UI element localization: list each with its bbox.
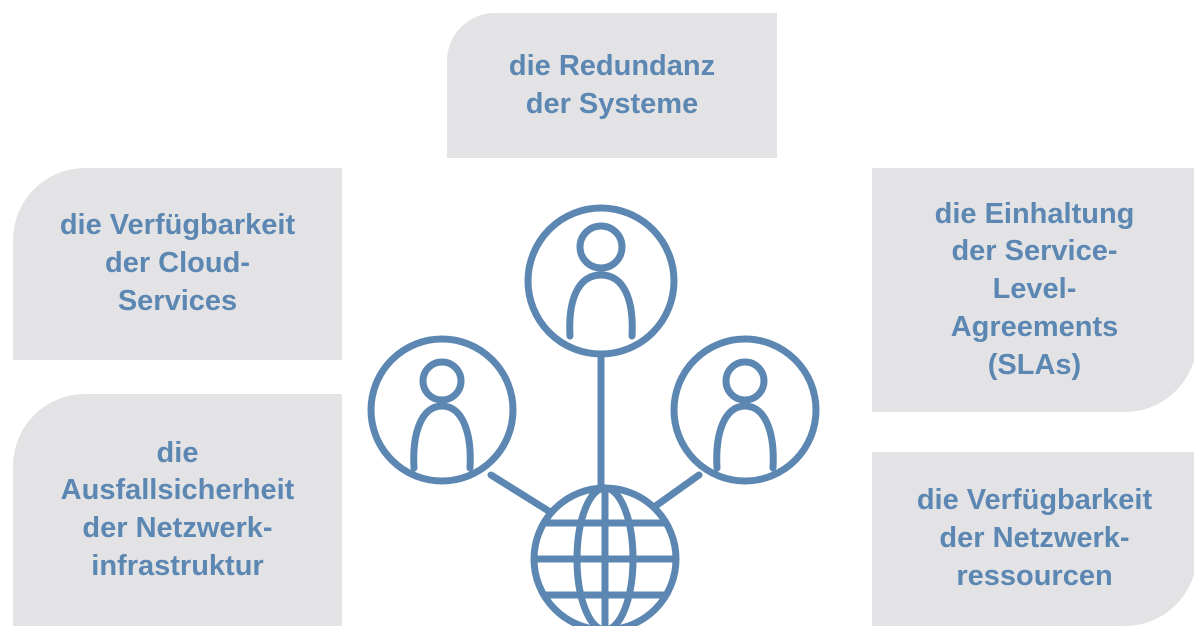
box-redundanz-der-systeme: die Redundanz der Systeme bbox=[447, 13, 777, 158]
box-text-line: die Redundanz bbox=[508, 49, 716, 82]
box-text-line: ressourcen bbox=[956, 559, 1113, 592]
box-text-line: Services bbox=[117, 284, 238, 317]
box-text-line: die Verfügbarkeit bbox=[916, 484, 1153, 517]
connector-line bbox=[646, 471, 703, 514]
box-text-line: der Netzwerk- bbox=[82, 512, 273, 544]
globe-icon bbox=[530, 484, 680, 626]
box-text-line: die Verfügbarkeit bbox=[59, 209, 296, 242]
box-verfuegbarkeit-cloud-services: die Verfügbarkeit der Cloud- Services bbox=[13, 168, 342, 360]
box-text-line: die Einhaltung bbox=[934, 197, 1135, 230]
box-text-line: der Netzwerk- bbox=[939, 522, 1130, 555]
box-text-line: die bbox=[156, 436, 199, 469]
box-ausfallsicherheit-netzwerkinfrastruktur: die Ausfallsicherheit der Netzwerk- infr… bbox=[13, 394, 342, 626]
user-icon bbox=[367, 335, 517, 485]
box-text-line: Agreements bbox=[950, 310, 1119, 343]
box-text-line: der Systeme bbox=[525, 87, 699, 120]
box-text-line: infrastruktur bbox=[91, 549, 264, 582]
box-text-line: Ausfallsicherheit bbox=[60, 474, 295, 507]
box-verfuegbarkeit-netzwerkressourcen: die Verfügbarkeit der Netzwerk- ressourc… bbox=[872, 452, 1194, 626]
user-icon bbox=[524, 204, 678, 358]
box-einhaltung-slas: die Einhaltung der Service- Level- Agree… bbox=[872, 168, 1194, 412]
box-text-line: der Service- bbox=[951, 235, 1118, 268]
box-text-line: (SLAs) bbox=[987, 348, 1082, 381]
connector-line bbox=[487, 471, 559, 519]
box-text-line: der Cloud- bbox=[105, 247, 250, 280]
box-text-line: Level- bbox=[992, 273, 1077, 306]
user-icon bbox=[670, 335, 820, 485]
